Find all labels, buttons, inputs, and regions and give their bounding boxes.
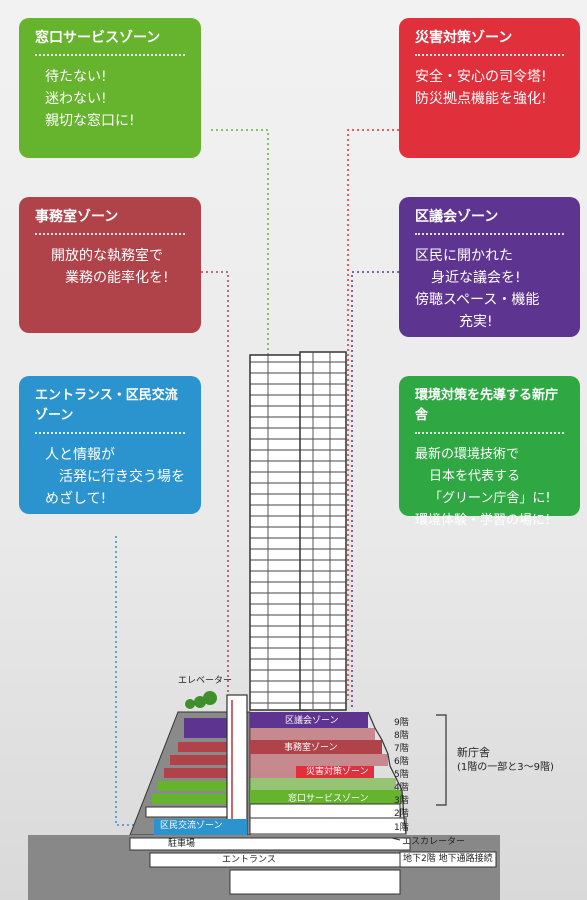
card-title: 災害対策ゾーン (415, 30, 513, 46)
card-line: 親切な窓口に! (45, 113, 135, 129)
card-title: 窓口サービスゾーン (35, 30, 161, 46)
floor-label: 3階 (394, 796, 409, 806)
divider (415, 54, 564, 56)
card-line: 迷わない! (45, 91, 107, 107)
entrance-exchange-zone-card: エントランス・区民交流ゾーン 人と情報が 活発に行き交う場を めざして! (19, 376, 201, 514)
parking-label: 駐車場 (168, 839, 196, 849)
entrance-label: エントランス (222, 855, 276, 865)
disaster-zone-card: 災害対策ゾーン 安全・安心の司令塔! 防災拠点機能を強化! (399, 18, 580, 158)
window-service-zone-card: 窓口サービスゾーン 待たない! 迷わない! 親切な窓口に! (19, 18, 201, 158)
environment-card: 環境対策を先導する新庁舎 最新の環境技術で 日本を代表する 「グリーン庁舎」に!… (399, 376, 580, 528)
card-line: 充実! (459, 314, 493, 330)
zone-label-office: 事務室ゾーン (284, 743, 338, 753)
divider (415, 233, 564, 235)
new-building-note: (1階の一部と3〜9階) (457, 762, 554, 773)
card-line: 環境体験・学習の場に! (415, 513, 551, 528)
card-line: 活発に行き交う場を (59, 469, 185, 485)
card-title: エントランス・区民交流ゾーン (35, 388, 178, 423)
floor-label: 9階 (394, 718, 409, 728)
new-building-bracket (436, 714, 447, 806)
elevator-label: エレベーター (178, 676, 233, 686)
card-line: 「グリーン庁舎」に! (429, 491, 551, 506)
new-building-label: 新庁舎 (457, 746, 490, 759)
divider (35, 432, 185, 434)
exchange-zone-band (154, 819, 247, 835)
card-line: 人と情報が (45, 447, 115, 463)
card-line: 日本を代表する (429, 469, 521, 484)
floor-label: 6階 (394, 757, 409, 767)
floor-label: 1階 (394, 823, 409, 833)
card-line: 最新の環境技術で (415, 447, 520, 462)
card-line: 業務の能率化を! (65, 270, 169, 286)
zone-label-exchange: 区民交流ゾーン (160, 821, 223, 831)
floor-label: 4階 (394, 783, 409, 793)
zone-bands (249, 712, 407, 835)
card-line: 安全・安心の司令塔! (415, 69, 547, 85)
zone-label-window: 窓口サービスゾーン (288, 794, 369, 804)
floor-label: 5階 (394, 770, 409, 780)
zone-label-disaster: 災害対策ゾーン (306, 767, 369, 777)
floor-label: 8階 (394, 731, 409, 741)
card-line: めざして! (45, 491, 107, 507)
assembly-zone-card: 区議会ゾーン 区民に開かれた 身近な議会を! 傍聴スペース・機能 充実! (399, 197, 580, 337)
card-title: 区議会ゾーン (415, 209, 499, 225)
card-line: 開放的な執務室で (51, 248, 163, 264)
card-line: 防災拠点機能を強化! (415, 91, 547, 107)
divider (415, 432, 564, 434)
divider (35, 233, 185, 235)
floor-label: 2階 (394, 809, 409, 819)
escalator-label: エスカレーター (402, 837, 466, 847)
office-zone-card: 事務室ゾーン 開放的な執務室で 業務の能率化を! (19, 197, 201, 333)
tower-left (249, 354, 307, 711)
card-title: 環境対策を先導する新庁舎 (415, 388, 559, 423)
card-line: 区民に開かれた (415, 248, 513, 264)
card-line: 傍聴スペース・機能 (415, 292, 540, 308)
basement-label: 地下2階 地下通路接続 (403, 854, 493, 864)
card-line: 待たない! (45, 69, 107, 85)
floor-label: 7階 (394, 744, 409, 754)
zone-label-assembly: 区議会ゾーン (285, 716, 339, 726)
podium-left (129, 691, 251, 836)
parking-level (129, 837, 411, 851)
divider (35, 54, 185, 56)
tower-right (299, 351, 347, 711)
card-title: 事務室ゾーン (35, 209, 119, 225)
elevator-shaft (226, 694, 248, 841)
card-line: 身近な議会を! (431, 270, 521, 286)
